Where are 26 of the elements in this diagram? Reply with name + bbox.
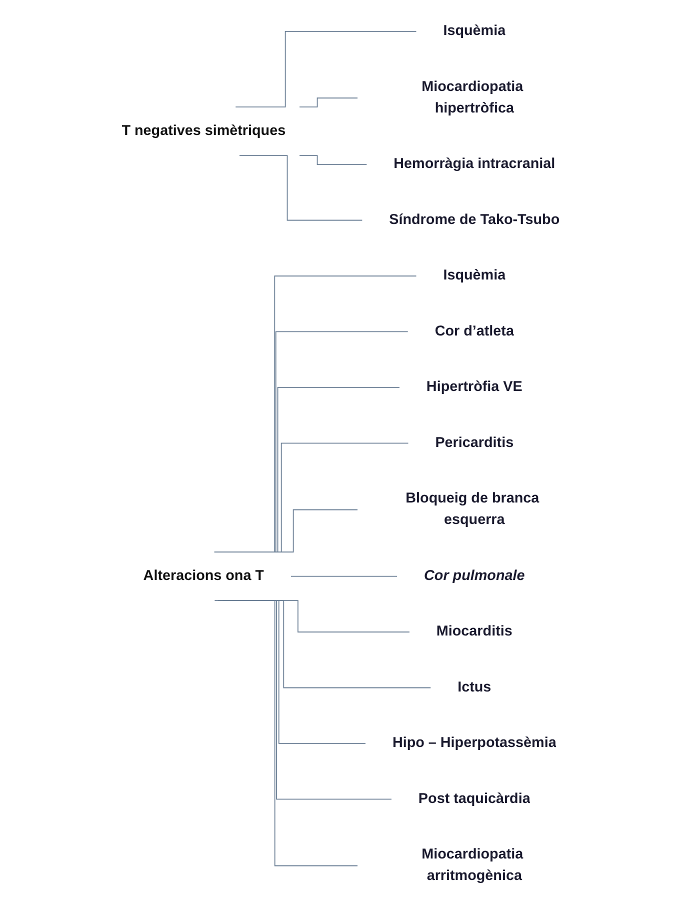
term-label: Post taquicàrdia (418, 791, 530, 806)
term-label: Miocarditis (436, 624, 512, 640)
term-label: Miocardiopatia hipertròfica (422, 79, 524, 116)
term-label: Hemorràgia intracranial (394, 156, 556, 172)
term-label: Hipo – Hiperpotassèmia (392, 735, 556, 751)
term-label: Isquèmia (443, 268, 506, 284)
term-label: Pericarditis (435, 435, 514, 450)
connector (239, 155, 363, 221)
term-label: Miocardiopatia arritmogènica (422, 846, 524, 884)
connector (299, 155, 368, 165)
connector (290, 576, 398, 577)
connector (235, 31, 417, 108)
term-label: Cor d’atleta (434, 324, 514, 339)
connector (214, 276, 417, 552)
term-label: Ictus (458, 680, 492, 695)
term-label: Cor pulmonale (424, 568, 525, 584)
connector (299, 98, 358, 108)
connector (251, 509, 358, 552)
term-label: Síndrome de Tako-Tsubo (389, 212, 560, 228)
term-label: Hipertròfia VE (426, 379, 522, 395)
connector (214, 600, 358, 866)
connector (227, 442, 409, 552)
term-label: Isquèmia (443, 23, 506, 39)
term-label: Bloqueig de branca esquerra (406, 490, 540, 528)
term-label: Alteracions ona T (143, 568, 264, 584)
term-label: T negatives simètriques (122, 123, 286, 138)
